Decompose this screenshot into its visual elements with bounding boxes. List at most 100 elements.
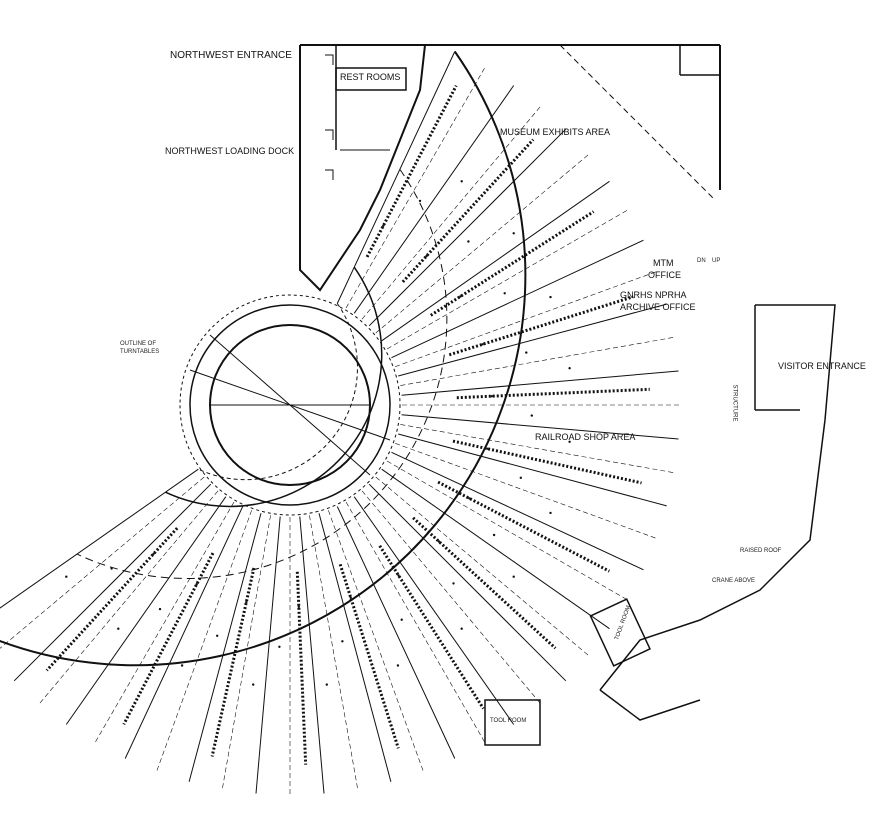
stall-line [0, 476, 205, 649]
rest-rooms-box [335, 67, 407, 91]
stall-track [448, 295, 634, 357]
structure-label: STRUCTURE [731, 384, 738, 422]
stall-track [122, 552, 215, 725]
column-dot [297, 605, 300, 608]
column-dot [568, 440, 571, 443]
column-dot [460, 627, 463, 630]
column-dot [468, 497, 471, 500]
stall-line [401, 414, 679, 440]
up-label: UP [712, 258, 721, 264]
stall-line [391, 451, 644, 571]
archive-office-label-line1: GNRHS NPRHA [620, 290, 687, 300]
dn-label: DN [697, 258, 706, 264]
visitor-entrance-block [599, 304, 836, 721]
stall-line [400, 424, 675, 473]
stall-line [381, 468, 610, 630]
northeast-wall [430, 44, 721, 201]
stall-line [94, 501, 235, 743]
column-dot [65, 575, 68, 578]
column-dot [110, 567, 113, 570]
stall-track [365, 85, 458, 258]
stall-line [401, 370, 679, 396]
column-dot [349, 596, 352, 599]
stall-line [381, 180, 610, 342]
column-dot [180, 664, 184, 667]
column-dot [158, 607, 162, 611]
stall-line [13, 483, 212, 682]
stall-line [391, 239, 644, 359]
column-dot [519, 476, 522, 479]
raised-roof-label: RAISED ROOF [740, 548, 782, 554]
column-dot [549, 295, 552, 299]
stall-line [0, 468, 199, 609]
stall-line [39, 490, 219, 704]
crane-above-label: CRANE ABOVE [712, 578, 756, 584]
stall-line [398, 433, 667, 507]
rest-rooms-label: REST ROOMS [340, 72, 401, 82]
stall-line [309, 515, 358, 790]
mtm-office-label-line2: OFFICE [648, 270, 681, 280]
column-dot [486, 447, 489, 450]
column-dot [467, 240, 470, 243]
stall-line [386, 460, 628, 601]
stall-line [222, 515, 271, 790]
column-dot [512, 232, 515, 235]
museum-exhibits-area-label: MUSEUM EXHIBITS AREA [500, 127, 611, 137]
tool-room-label-south: TOOL ROOM [490, 718, 527, 724]
stall-track [378, 544, 485, 710]
column-dot [568, 367, 571, 370]
stall-line [375, 476, 589, 656]
stall-line [353, 85, 515, 314]
northwest-wing [299, 44, 430, 292]
archive-office-label-line2: ARCHIVE OFFICE [620, 302, 696, 312]
column-dot [490, 395, 493, 398]
stall-line [345, 501, 486, 743]
stall-line [353, 496, 515, 725]
column-dot [503, 292, 506, 295]
turntable [179, 294, 401, 516]
stall-track [45, 527, 179, 672]
stall-track [452, 439, 642, 485]
stall-line [395, 271, 657, 367]
stall-line [156, 510, 252, 772]
column-dot [252, 683, 255, 686]
column-dot [325, 683, 328, 686]
column-dot [195, 583, 198, 586]
column-dot [549, 511, 552, 515]
stall-line [336, 51, 456, 304]
stall-line [255, 516, 281, 794]
stall-line [328, 510, 424, 772]
stall-line [336, 506, 456, 759]
stall-line [299, 516, 325, 794]
stall-track [456, 387, 650, 400]
column-dot [512, 575, 515, 578]
column-dot [341, 640, 344, 643]
column-dot [481, 343, 484, 346]
column-dot [152, 552, 155, 556]
column-dot [460, 180, 463, 183]
column-dot [278, 645, 281, 648]
column-dot [425, 254, 428, 258]
stall-line [65, 496, 227, 725]
stall-track [295, 571, 308, 765]
northwest-entrance-label: NORTHWEST ENTRANCE [170, 50, 292, 61]
column-dot [216, 634, 219, 637]
stall-track [338, 563, 400, 749]
stall-line [318, 513, 392, 782]
stall-line [124, 506, 244, 759]
stall-line [361, 106, 541, 320]
stall-track [429, 210, 595, 317]
stall-track [401, 138, 535, 283]
roundhouse [0, 50, 680, 795]
tool-rooms [484, 598, 651, 746]
stall-line [368, 483, 567, 682]
column-dot [452, 582, 455, 585]
middle-wall-arc [76, 169, 448, 579]
stall-line [368, 128, 567, 327]
stall-line [398, 303, 667, 377]
column-dot [437, 540, 441, 543]
stall-track [412, 516, 557, 650]
stall-track [210, 567, 256, 757]
stall-line [345, 67, 486, 309]
